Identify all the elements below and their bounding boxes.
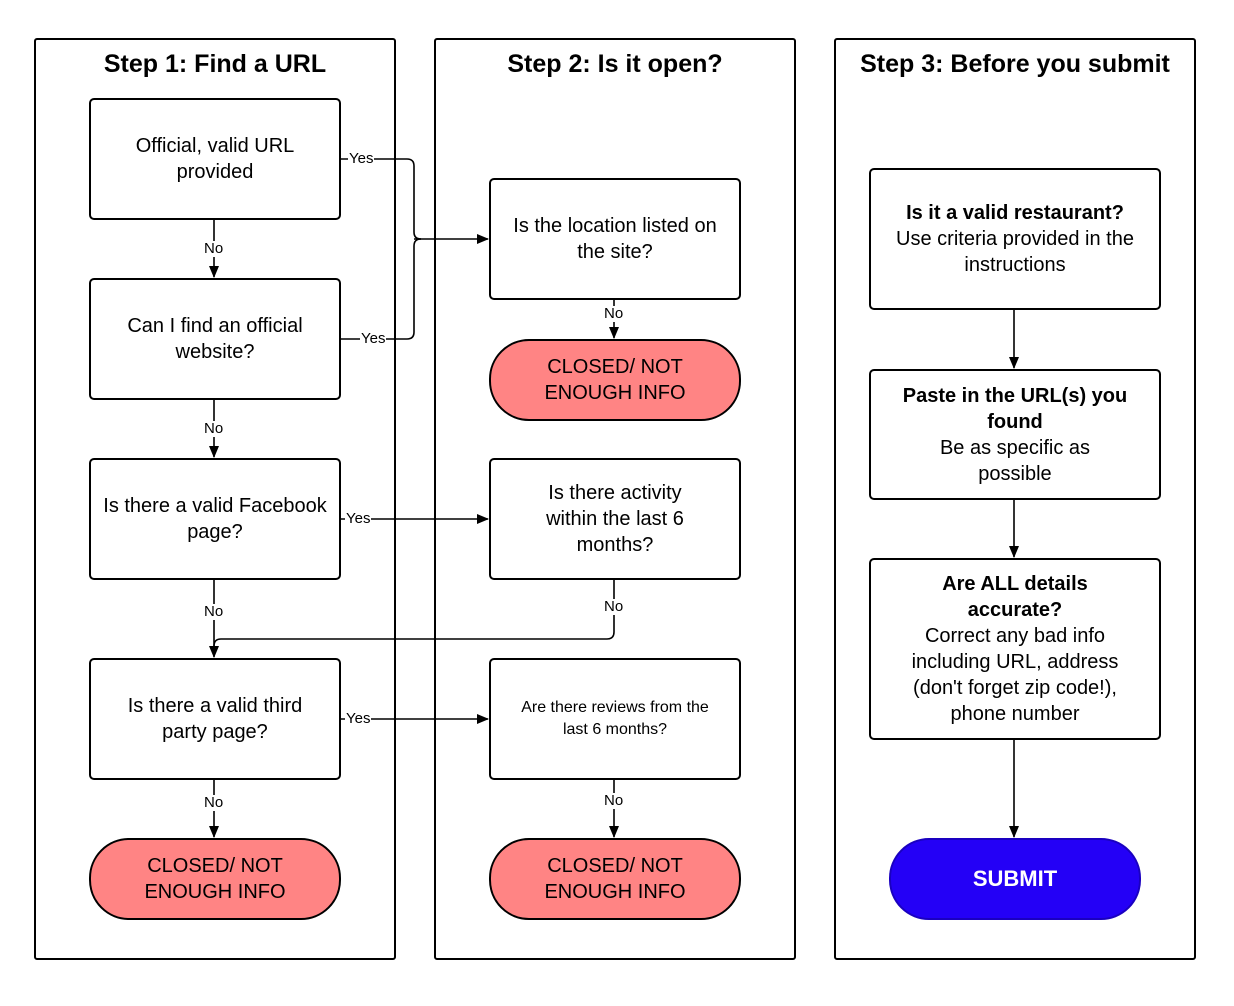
node-paste-url-title: Paste in the URL(s) you found (902, 384, 1128, 433)
label-yes-official: Yes (348, 150, 375, 167)
node-paste-url: Paste in the URL(s) you found Be as spec… (869, 369, 1161, 500)
node-official-url-text: Official, valid URL provided (135, 135, 295, 183)
label-no-official: No (203, 240, 225, 257)
node-activity: Is there activity within the last 6 mont… (489, 458, 741, 580)
edge-official-yes (341, 158, 422, 240)
node-closed-step1-text: CLOSED/ NOT ENOUGH INFO (144, 855, 286, 903)
node-valid-restaurant-body: Use criteria provided in the instruction… (896, 228, 1134, 276)
lane-title-step-3: Step 3: Before you submit (860, 50, 1170, 78)
node-valid-restaurant-title: Is it a valid restaurant? (906, 202, 1124, 224)
node-facebook: Is there a valid Facebook page? (89, 458, 341, 580)
edge-find-yes (341, 238, 422, 340)
submit-node-text: SUBMIT (972, 866, 1058, 891)
node-closed-step2-bottom: CLOSED/ NOT ENOUGH INFO (489, 838, 741, 920)
node-location-listed: Is the location listed on the site? (489, 178, 741, 300)
node-find-official: Can I find an official website? (89, 278, 341, 400)
node-valid-restaurant: Is it a valid restaurant? Use criteria p… (869, 168, 1161, 310)
submit-node: SUBMIT (889, 838, 1141, 920)
node-third-party-text: Is there a valid third party page? (127, 695, 303, 743)
label-yes-third: Yes (345, 710, 372, 727)
node-official-url: Official, valid URL provided (89, 98, 341, 220)
node-paste-url-body: Be as specific as possible (939, 436, 1091, 485)
node-reviews-text: Are there reviews from the last 6 months… (521, 699, 709, 738)
node-location-listed-text: Is the location listed on the site? (513, 215, 717, 263)
node-closed-step2-top: CLOSED/ NOT ENOUGH INFO (489, 339, 741, 421)
label-no-find: No (203, 420, 225, 437)
label-no-location: No (603, 305, 625, 322)
label-no-third: No (203, 794, 225, 811)
node-facebook-text: Is there a valid Facebook page? (103, 495, 327, 543)
node-closed-step2-top-text: CLOSED/ NOT ENOUGH INFO (544, 356, 686, 404)
label-no-reviews: No (603, 792, 625, 809)
edge-activity-no (213, 579, 615, 647)
label-no-activity: No (603, 598, 625, 615)
node-activity-text: Is there activity within the last 6 mont… (546, 482, 684, 556)
node-details-body: Correct any bad info including URL, addr… (911, 625, 1119, 725)
node-closed-step1: CLOSED/ NOT ENOUGH INFO (89, 838, 341, 920)
lane-title-step-1: Step 1: Find a URL (103, 50, 327, 78)
label-yes-facebook: Yes (345, 510, 372, 527)
node-closed-step2-bottom-text: CLOSED/ NOT ENOUGH INFO (544, 855, 686, 903)
node-reviews: Are there reviews from the last 6 months… (489, 658, 741, 780)
label-no-facebook: No (203, 603, 225, 620)
node-third-party: Is there a valid third party page? (89, 658, 341, 780)
label-yes-find: Yes (360, 330, 387, 347)
node-details-title: Are ALL details accurate? (942, 573, 1088, 621)
node-details-accurate: Are ALL details accurate? Correct any ba… (869, 558, 1161, 740)
node-find-official-text: Can I find an official website? (127, 315, 303, 363)
lane-title-step-2: Step 2: Is it open? (507, 50, 723, 78)
